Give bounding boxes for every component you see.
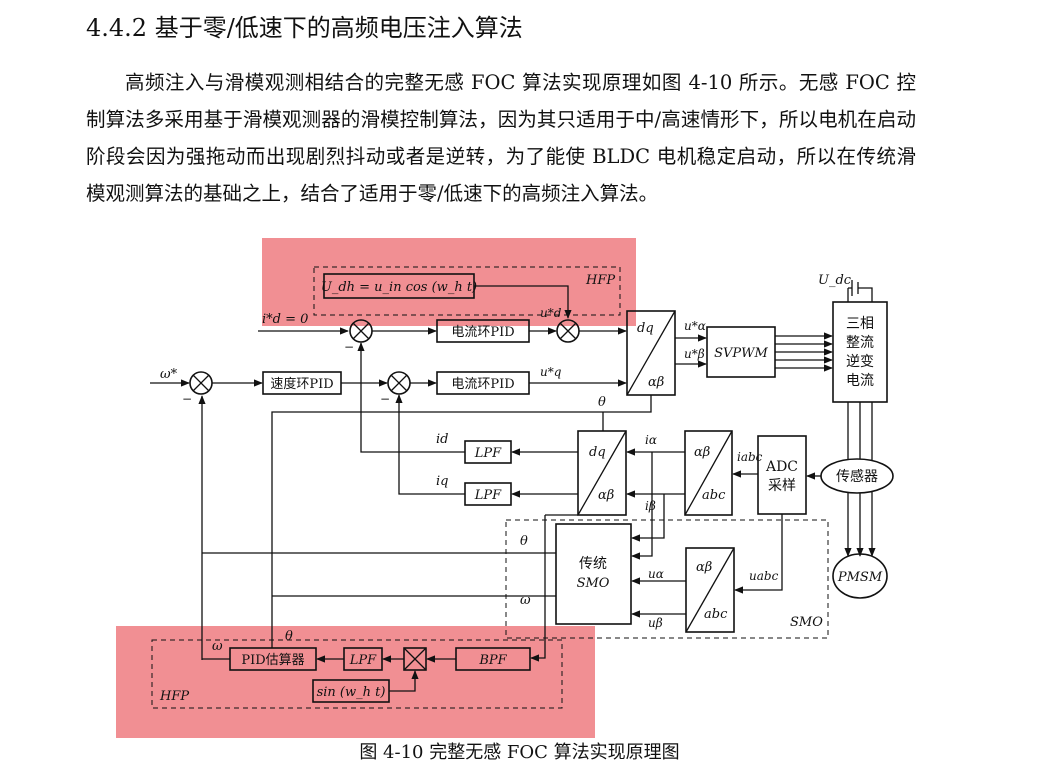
svg-text:αβ: αβ bbox=[598, 488, 614, 503]
uq-ref-label: u*q bbox=[540, 365, 562, 379]
id-ref-label: i*d = 0 bbox=[262, 312, 308, 327]
section-heading: 4.4.2 基于零/低速下的高频电压注入算法 bbox=[86, 14, 523, 42]
body-paragraph: 高频注入与滑模观测相结合的完整无感 FOC 算法实现原理如图 4-10 所示。无… bbox=[86, 71, 916, 205]
adc-block bbox=[757, 435, 807, 515]
svg-text:BPF: BPF bbox=[478, 653, 507, 668]
ud-ref-label: u*d bbox=[540, 306, 562, 320]
iq-label: iq bbox=[436, 474, 448, 489]
ualpha-label: uα bbox=[648, 567, 664, 581]
svg-text:αβ: αβ bbox=[696, 560, 712, 575]
id-label: id bbox=[436, 432, 448, 447]
ubeta-ref-label: u*β bbox=[684, 347, 705, 361]
iabc-label: iabc bbox=[737, 450, 763, 464]
speed-pid-label: 速度环PID bbox=[270, 376, 333, 392]
svg-text:整流: 整流 bbox=[846, 335, 874, 351]
theta-label-hfp: θ bbox=[285, 629, 293, 644]
pmsm-label: PMSM bbox=[837, 570, 883, 585]
svpwm-label: SVPWM bbox=[714, 346, 768, 361]
hfp-group-top bbox=[313, 266, 621, 316]
theta-label-smo: θ bbox=[520, 534, 528, 549]
omega-label-smo: ω bbox=[520, 593, 531, 608]
svg-text:abc: abc bbox=[702, 488, 726, 503]
ibeta-label: iβ bbox=[645, 499, 656, 513]
injection-label: U_dh = u_in cos (w_h t) bbox=[321, 280, 477, 295]
svg-text:−: − bbox=[380, 392, 390, 406]
clarke-voltage bbox=[685, 547, 735, 633]
highlight-bottom-hfp bbox=[116, 626, 595, 738]
svg-text:−: − bbox=[344, 340, 354, 354]
hfp-group-bottom bbox=[151, 639, 563, 709]
pmsm-block bbox=[832, 553, 888, 599]
smo-block bbox=[555, 523, 632, 625]
park-current bbox=[577, 430, 627, 516]
svg-text:传统: 传统 bbox=[579, 556, 607, 572]
svg-text:abc: abc bbox=[704, 607, 728, 622]
theta-label-park: θ bbox=[598, 395, 606, 410]
svg-text:逆变: 逆变 bbox=[846, 354, 874, 370]
uabc-label: uabc bbox=[749, 569, 779, 583]
ubeta-label: uβ bbox=[648, 616, 663, 630]
ualpha-ref-label: u*α bbox=[684, 319, 706, 333]
svg-text:αβ: αβ bbox=[648, 375, 664, 390]
svg-text:LPF: LPF bbox=[349, 653, 377, 668]
svg-text:SMO: SMO bbox=[577, 576, 610, 591]
smo-group bbox=[505, 519, 829, 639]
current-pid-d-label: 电流环PID bbox=[451, 325, 514, 340]
svg-text:采样: 采样 bbox=[768, 478, 796, 494]
current-pid-q-label: 电流环PID bbox=[451, 377, 514, 392]
svg-text:LPF: LPF bbox=[474, 446, 502, 461]
svg-text:−: − bbox=[182, 392, 192, 406]
sin-label: sin (w_h t) bbox=[317, 685, 386, 700]
svg-text:αβ: αβ bbox=[694, 445, 710, 460]
svg-text:三相: 三相 bbox=[846, 316, 874, 332]
pid-estimator-label: PID估算器 bbox=[241, 653, 304, 668]
svg-text:dq: dq bbox=[589, 445, 606, 460]
omega-ref-label: ω* bbox=[160, 367, 178, 382]
udc-label: U_dc bbox=[818, 273, 852, 288]
hfp-label-top: HFP bbox=[585, 273, 615, 288]
svg-text:LPF: LPF bbox=[474, 488, 502, 503]
clarke-current bbox=[684, 430, 733, 516]
hfp-label-bottom: HFP bbox=[159, 689, 189, 704]
svg-text:电流: 电流 bbox=[846, 373, 874, 389]
figure-caption: 图 4-10 完整无感 FOC 算法实现原理图 bbox=[359, 742, 680, 763]
svg-text:dq: dq bbox=[637, 321, 654, 336]
ialpha-label: iα bbox=[645, 433, 657, 447]
smo-group-label: SMO bbox=[790, 615, 823, 630]
sensor-label: 传感器 bbox=[836, 468, 878, 485]
svg-text:ADC: ADC bbox=[765, 459, 798, 475]
omega-label-hfp: ω bbox=[212, 639, 223, 654]
